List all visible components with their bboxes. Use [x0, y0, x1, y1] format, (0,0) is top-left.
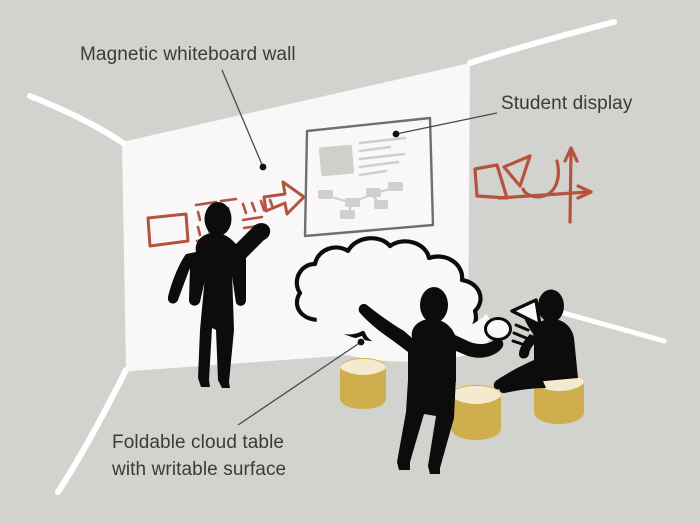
- writer-torso-arms: [167, 223, 271, 306]
- megaphone-cone: [510, 298, 542, 327]
- stool-center-seat: [451, 386, 501, 404]
- figure-seated-speaker: [484, 289, 578, 394]
- marker-rectangle: [146, 212, 190, 248]
- seated-speaker-head: [538, 289, 564, 323]
- marker-axis-vertical: [568, 150, 573, 224]
- figure-presenter: [358, 287, 504, 474]
- student-display-frame: [303, 116, 435, 238]
- label-student-display: Student display: [501, 93, 633, 114]
- marker-arrow-shape: [262, 180, 306, 216]
- floor-corner-line-right: [557, 309, 667, 344]
- marker-triangle: [502, 154, 532, 188]
- marker-dash-grid-right: [241, 198, 275, 230]
- ceiling-corner-line-left: [27, 93, 126, 146]
- floor-surface: [0, 345, 700, 523]
- figure-writer: [167, 202, 271, 388]
- seated-speaker-leg-lower: [499, 374, 546, 394]
- stool-left[interactable]: [340, 358, 386, 409]
- presenter-legs: [397, 376, 456, 474]
- seated-speaker-arm-lower: [519, 334, 540, 359]
- leader-line-display: [395, 112, 498, 135]
- student-display-thumbnail: [318, 144, 355, 177]
- megaphone-sound-waves: [511, 323, 530, 347]
- right-wall-marker-sketches: [473, 146, 593, 224]
- leader-dot-display: [392, 130, 400, 138]
- leader-line-whiteboard: [221, 69, 264, 168]
- leader-dot-cloud-table: [357, 338, 365, 346]
- floor-corner-line-left: [55, 367, 129, 495]
- label-foldable-cloud-table-line2: with writable surface: [111, 459, 286, 480]
- seated-speaker-torso: [533, 318, 578, 382]
- leader-line-cloud-table: [237, 341, 362, 426]
- label-foldable-cloud-table-line1: Foldable cloud table: [112, 432, 284, 453]
- marker-axis-horizontal-arrowhead: [576, 184, 593, 200]
- speech-bubble-circle: [484, 317, 512, 341]
- student-display[interactable]: [303, 116, 435, 238]
- label-magnetic-whiteboard-wall: Magnetic whiteboard wall: [80, 44, 296, 65]
- student-display-node-diagram: [318, 182, 403, 219]
- ceiling-corner-line-right: [467, 19, 617, 66]
- presenter-torso-arms: [358, 303, 504, 386]
- student-display-text-lines: [358, 136, 407, 177]
- stool-center[interactable]: [451, 385, 501, 440]
- presenter-head: [420, 287, 448, 323]
- marker-axis-horizontal: [497, 190, 590, 200]
- annotation-leaders: [221, 69, 498, 426]
- writer-head: [204, 202, 232, 236]
- marker-axis-vertical-arrowhead: [563, 146, 579, 163]
- stool-left-seat: [340, 359, 386, 375]
- writer-legs: [198, 272, 234, 388]
- leader-dot-whiteboard: [259, 163, 267, 171]
- seated-speaker-leg-upper: [493, 360, 540, 390]
